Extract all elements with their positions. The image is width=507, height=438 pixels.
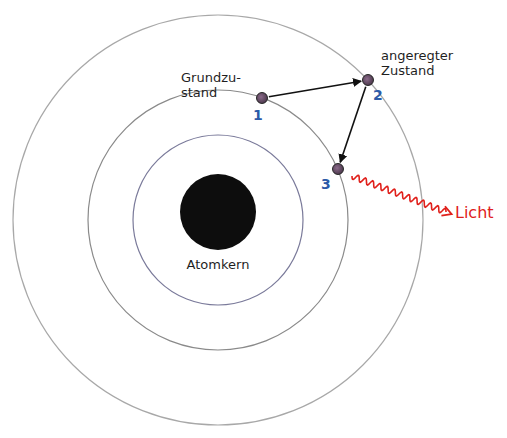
light-label: Licht	[455, 203, 494, 222]
state-number: 1	[253, 107, 273, 123]
transition-arrow	[340, 87, 366, 163]
electron-dot: 1Grundzu- stand	[256, 92, 268, 104]
state-label: angeregter Zustand	[381, 49, 465, 79]
state-number: 3	[321, 176, 341, 192]
state-label: Grundzu- stand	[181, 71, 247, 101]
light-arrowhead	[441, 206, 451, 215]
light-wave	[352, 175, 446, 212]
transition-arrow	[269, 81, 361, 97]
electron-dot: 2angeregter Zustand	[362, 74, 374, 86]
nucleus: Atomkern	[180, 174, 256, 250]
inner-orbit	[133, 135, 303, 305]
electron-dot: 3	[332, 163, 344, 175]
outer-orbit	[13, 15, 423, 425]
state-number: 2	[373, 87, 393, 103]
nucleus-label: Atomkern	[187, 258, 250, 273]
middle-orbit	[88, 90, 348, 350]
